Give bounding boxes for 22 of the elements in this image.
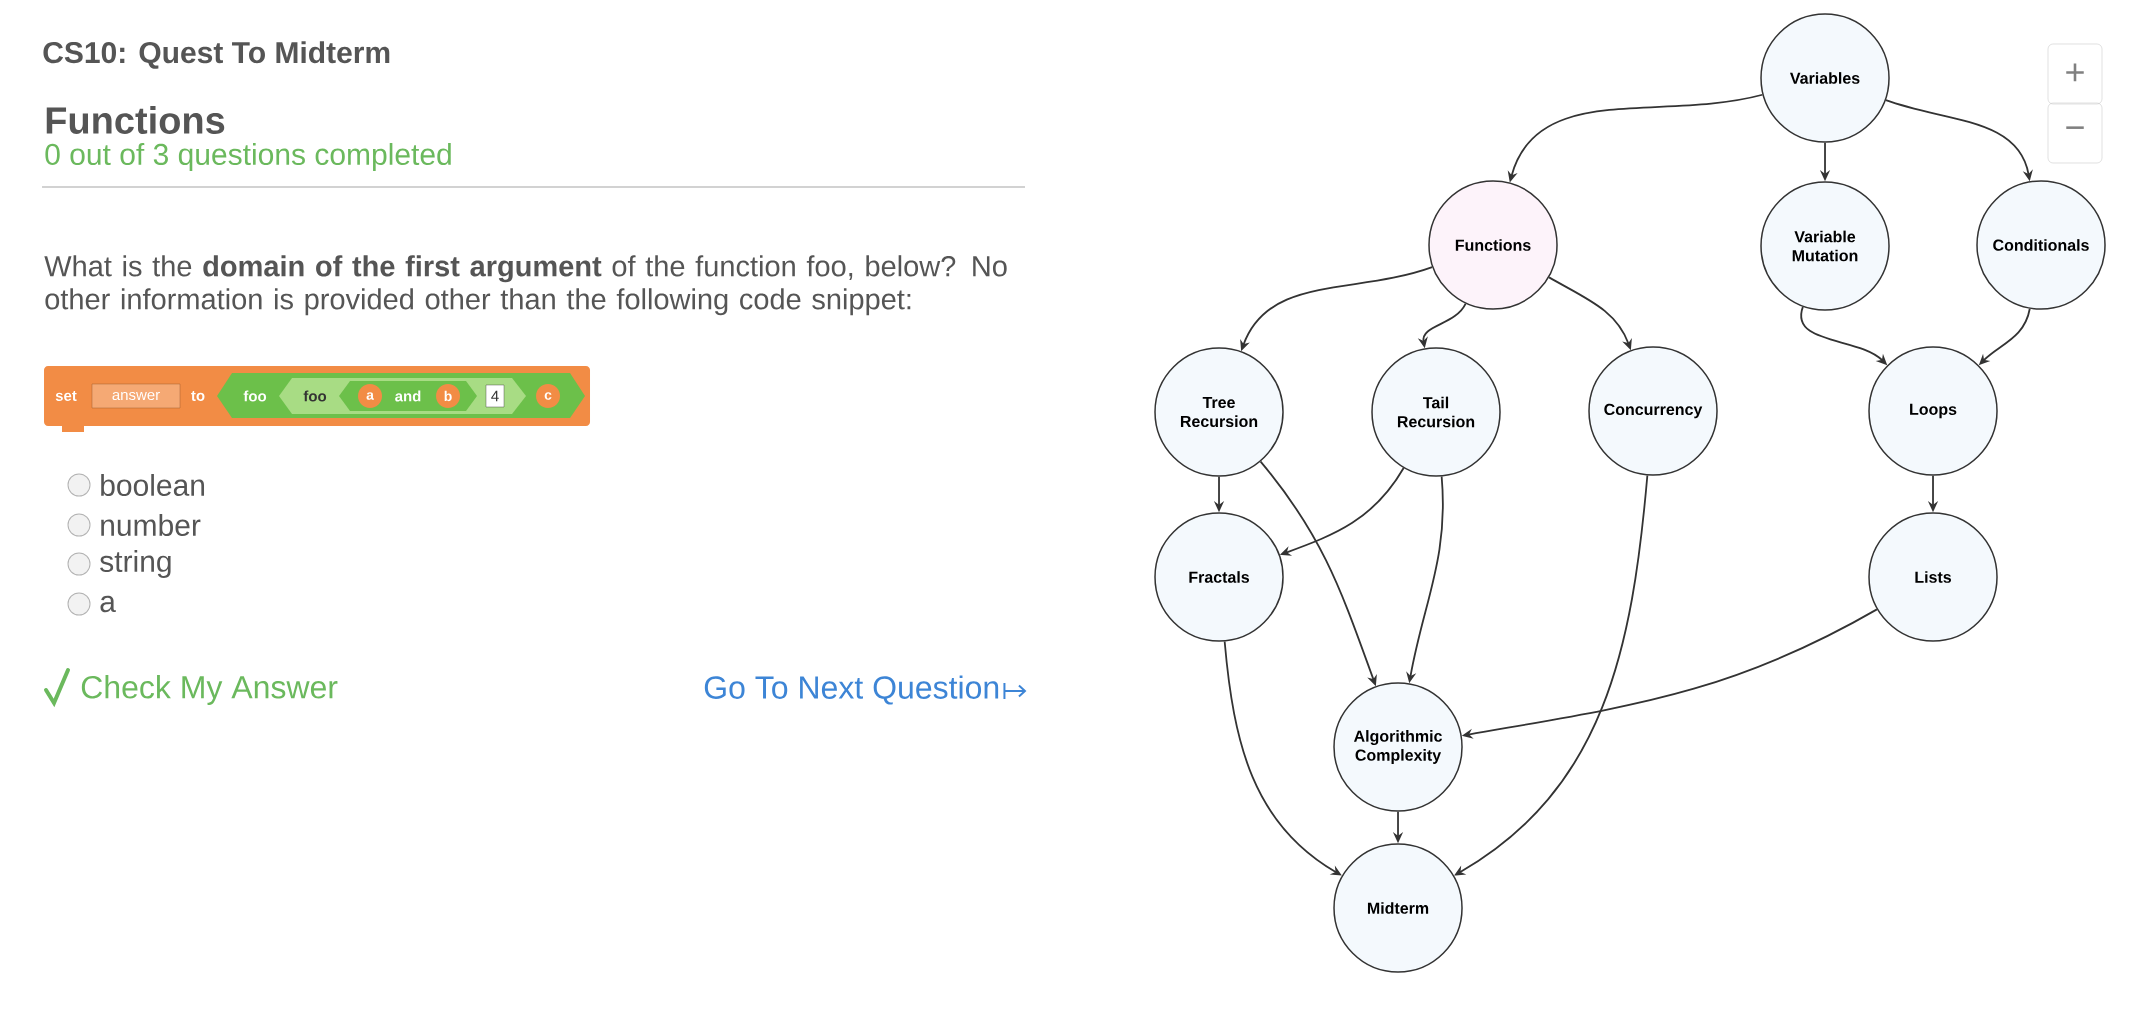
option-text: a bbox=[100, 595, 116, 613]
section-heading: Functions bbox=[46, 106, 225, 134]
option-text: number bbox=[101, 514, 201, 536]
question-text: What is the domain of the first argument of the function foo, below? No other information is provided other than the following code snippet: bbox=[44, 255, 1007, 316]
check-answer-link: Check My Answer bbox=[81, 675, 338, 705]
block-text: and bbox=[395, 390, 421, 402]
block-text: foo bbox=[243, 390, 267, 402]
argument-slot: c bbox=[536, 384, 560, 408]
zoom-out-button: − bbox=[2047, 102, 2103, 164]
argument-slot: a bbox=[358, 384, 382, 408]
next-question-link: Go To Next Question bbox=[704, 675, 999, 705]
number-slot: 4 bbox=[485, 384, 505, 408]
dropdown-field: answer bbox=[91, 383, 181, 409]
page-title: CS10: Quest To Midterm bbox=[43, 41, 390, 69]
block-text: to bbox=[191, 391, 205, 401]
block-text: set bbox=[55, 391, 77, 401]
option-text: boolean bbox=[101, 474, 204, 496]
progress-text: 0 out of 3 questions completed bbox=[45, 143, 451, 171]
zoom-in-button: + bbox=[2047, 43, 2103, 105]
block-text: foo bbox=[303, 390, 327, 402]
option-text: string bbox=[100, 550, 171, 578]
argument-slot: b bbox=[436, 384, 460, 408]
